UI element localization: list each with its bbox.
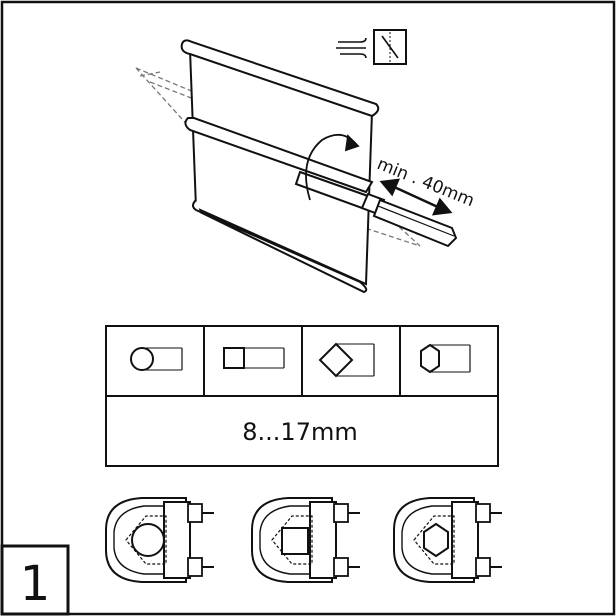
clamp-square — [251, 497, 361, 583]
shaft — [294, 170, 458, 248]
shape-table — [105, 325, 499, 467]
profile-round — [130, 347, 183, 371]
profile-diamond — [318, 342, 375, 378]
motor-icon — [373, 29, 407, 65]
double-arrow-icon — [379, 178, 453, 216]
round-shaft-section — [131, 523, 165, 557]
slat-panel — [180, 39, 380, 294]
square-shaft-section — [281, 527, 309, 555]
step-number: 1 — [20, 556, 51, 612]
wind-icon — [336, 37, 367, 59]
rotation-arrow-icon — [305, 134, 360, 201]
clamp-hexagon — [393, 497, 503, 583]
step-number-box — [0, 544, 70, 616]
clamp-round — [105, 497, 215, 583]
profile-hexagon — [420, 343, 471, 374]
size-range-label: 8...17mm — [242, 418, 357, 446]
hex-shaft-section — [423, 522, 449, 558]
profile-square — [223, 347, 285, 369]
